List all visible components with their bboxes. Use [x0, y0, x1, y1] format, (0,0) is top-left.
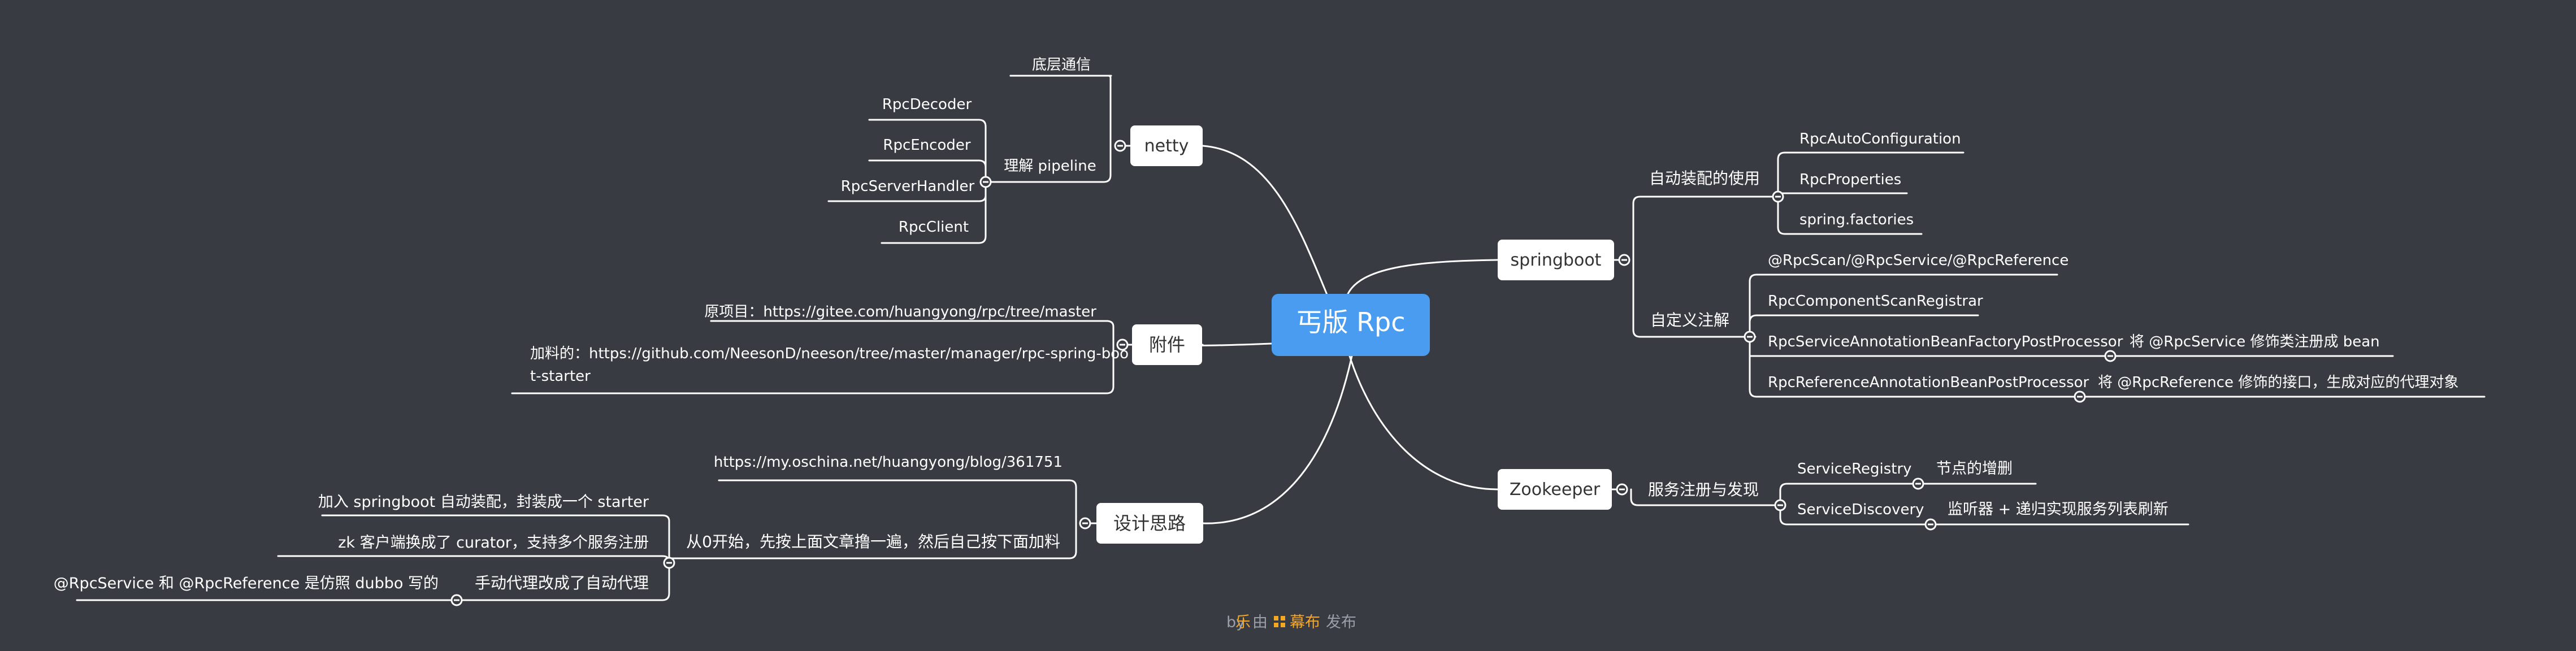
service-registry-note[interactable]: 节点的增删 [1936, 460, 2013, 478]
springboot-label: springboot [1511, 250, 1602, 270]
underlying-comm-label[interactable]: 底层通信 [1032, 57, 1091, 73]
rpc-properties-label[interactable]: RpcProperties [1799, 171, 1901, 188]
attachment-node[interactable]: 附件 [1132, 324, 1202, 365]
service-registry-label[interactable]: ServiceRegistry [1797, 461, 1912, 478]
service-processor-note[interactable]: 将 @RpcService 修饰类注册成 bean [2130, 333, 2380, 350]
footer-le: 乐 [1235, 614, 1251, 631]
service-discovery-label[interactable]: ServiceDiscovery [1797, 501, 1924, 518]
zookeeper-node[interactable]: Zookeeper [1498, 469, 1612, 510]
mubu-logo-icon [1274, 616, 1285, 627]
zookeeper-branch [1611, 478, 2189, 531]
footer-by: by [1226, 614, 1245, 631]
root-title: 丐版 Rpc [1296, 307, 1405, 337]
spring-factories-label[interactable]: spring.factories [1799, 211, 1914, 228]
rpc-decoder-label[interactable]: RpcDecoder [882, 96, 972, 113]
service-processor-label[interactable]: RpcServiceAnnotationBeanFactoryPostProce… [1768, 333, 2123, 350]
springboot-branch [1613, 151, 2486, 403]
original-project-link[interactable]: 原项目：https://gitee.com/huangyong/rpc/tree… [704, 303, 1096, 320]
from-zero-label[interactable]: 从0开始，先按上面文章撸一遍，然后自己按下面加料 [686, 532, 1060, 551]
custom-annotation-label[interactable]: 自定义注解 [1650, 311, 1729, 329]
imitate-dubbo-label[interactable]: @RpcService 和 @RpcReference 是仿照 dubbo 写的 [54, 575, 439, 592]
netty-node[interactable]: netty [1130, 125, 1203, 166]
extra-project-link-line1[interactable]: 加料的：https://github.com/NeesonD/neeson/tr… [530, 345, 1129, 362]
blog-link[interactable]: https://my.oschina.net/huangyong/blog/36… [714, 454, 1063, 471]
attachment-label: 附件 [1149, 334, 1185, 355]
attachment-branch [511, 320, 1133, 394]
design-node[interactable]: 设计思路 [1096, 503, 1203, 544]
manual-proxy-label[interactable]: 手动代理改成了自动代理 [475, 574, 649, 592]
auto-config-label[interactable]: 自动装配的使用 [1649, 169, 1760, 188]
footer-you: 由 [1252, 614, 1268, 631]
zookeeper-label: Zookeeper [1510, 480, 1601, 500]
netty-label: netty [1144, 136, 1189, 156]
springboot-node[interactable]: springboot [1498, 240, 1614, 280]
design-label: 设计思路 [1113, 513, 1186, 534]
netty-branch [827, 75, 1131, 244]
rpc-encoder-label[interactable]: RpcEncoder [883, 137, 970, 154]
rpc-client-label[interactable]: RpcClient [899, 219, 969, 236]
service-discovery-group-label[interactable]: 服务注册与发现 [1648, 480, 1759, 499]
extra-project-link-line2[interactable]: t-starter [530, 368, 591, 385]
footer-brand: 幕布 [1290, 614, 1320, 631]
scan-registrar-label[interactable]: RpcComponentScanRegistrar [1768, 293, 1983, 310]
service-discovery-note[interactable]: 监听器 + 递归实现服务列表刷新 [1948, 501, 2169, 518]
add-springboot-label[interactable]: 加入 springboot 自动装配，封装成一个 starter [318, 493, 649, 511]
zk-client-label[interactable]: zk 客户端换成了 curator，支持多个服务注册 [338, 534, 649, 552]
root-node[interactable]: 丐版 Rpc [1272, 294, 1430, 356]
design-branch [76, 479, 1098, 606]
rpc-server-handler-label[interactable]: RpcServerHandler [841, 178, 975, 195]
pipeline-label[interactable]: 理解 pipeline [1004, 158, 1096, 175]
reference-processor-note[interactable]: 将 @RpcReference 修饰的接口，生成对应的代理对象 [2098, 374, 2458, 391]
footer-publish: 发布 [1326, 614, 1356, 631]
annotations-label[interactable]: @RpcScan/@RpcService/@RpcReference [1768, 252, 2068, 269]
footer-credit[interactable]: by 乐 由 幕布 发布 [1226, 614, 1356, 631]
rpc-auto-configuration-label[interactable]: RpcAutoConfiguration [1799, 131, 1961, 147]
reference-processor-label[interactable]: RpcReferenceAnnotationBeanPostProcessor [1768, 374, 2089, 391]
